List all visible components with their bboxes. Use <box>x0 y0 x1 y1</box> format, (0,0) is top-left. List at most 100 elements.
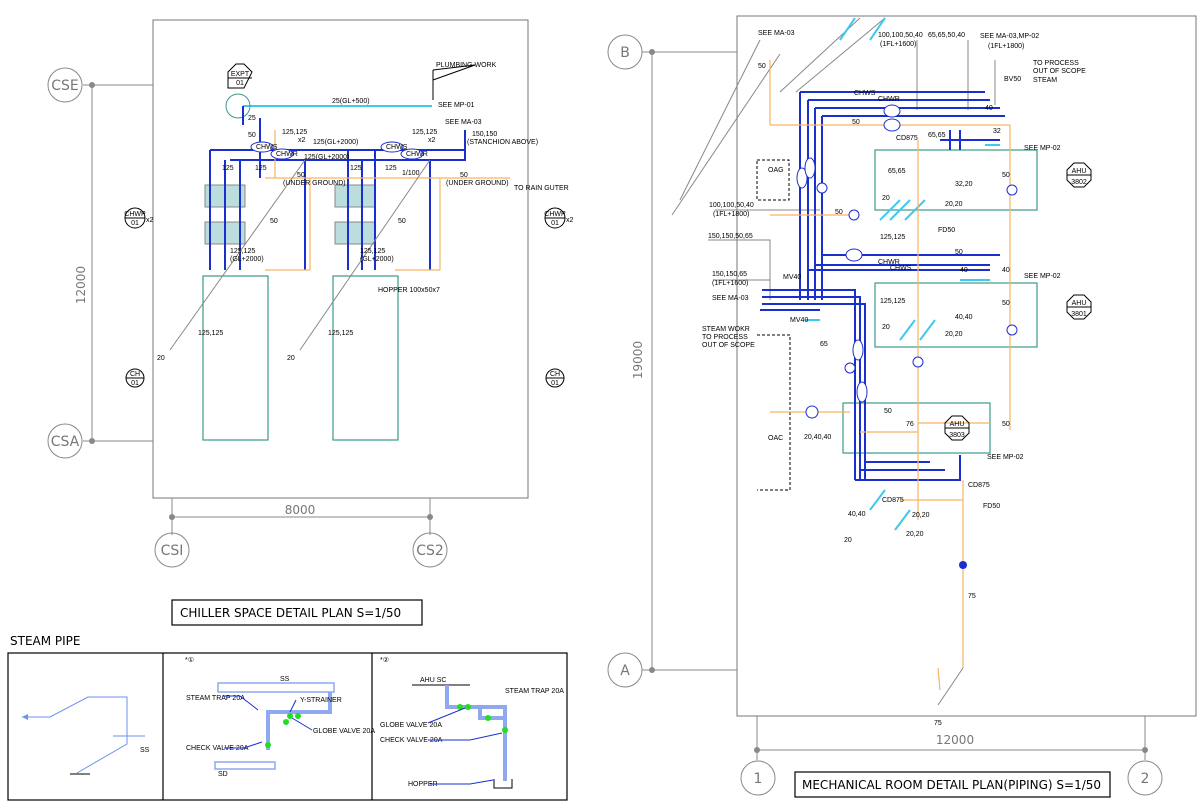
svg-text:65,65: 65,65 <box>928 132 946 139</box>
svg-text:(UNDER GROUND): (UNDER GROUND) <box>446 180 509 187</box>
svg-text:CSA: CSA <box>51 434 80 450</box>
svg-text:CD875: CD875 <box>882 497 904 504</box>
pipe-tags <box>796 104 1018 569</box>
svg-text:GLOBE VALVE 20A: GLOBE VALVE 20A <box>380 722 442 729</box>
svg-text:(1FL+1600): (1FL+1600) <box>712 280 748 287</box>
svg-text:EXPT: EXPT <box>231 71 250 78</box>
svg-text:AHU SC: AHU SC <box>420 677 446 684</box>
svg-text:CHECK VALVE 20A: CHECK VALVE 20A <box>186 745 249 752</box>
svg-text:CHWR: CHWR <box>878 259 900 266</box>
svg-text:(1FL+1800): (1FL+1800) <box>988 43 1024 50</box>
svg-text:FD50: FD50 <box>983 503 1000 510</box>
svg-text:STEAM TRAP 20A: STEAM TRAP 20A <box>505 688 564 695</box>
ahu-3802-box <box>874 149 1038 211</box>
svg-text:75: 75 <box>968 593 976 600</box>
svg-text:125: 125 <box>350 165 362 172</box>
svg-text:50: 50 <box>884 408 892 415</box>
svg-text:3801: 3801 <box>1071 311 1087 318</box>
svg-text:Y-STRAINER: Y-STRAINER <box>300 697 342 704</box>
svg-text:CHECK VALVE 20A: CHECK VALVE 20A <box>380 737 443 744</box>
svg-text:SS: SS <box>140 747 150 754</box>
svg-text:CD875: CD875 <box>968 482 990 489</box>
svg-text:AHU: AHU <box>950 421 965 428</box>
svg-text:50: 50 <box>835 209 843 216</box>
grid-bubble-csi: CSI <box>154 532 190 568</box>
svg-text:TO RAIN GUTER: TO RAIN GUTER <box>514 185 569 192</box>
svg-text:20: 20 <box>882 324 890 331</box>
chiller-space-plan: 12000 8000 CSE CSA CSI CS2 CHWS CHWR CHW… <box>47 19 574 626</box>
svg-text:2: 2 <box>1141 771 1150 787</box>
svg-text:50: 50 <box>398 218 406 225</box>
svg-text:CHILLER SPACE DETAIL PLAN S=1/: CHILLER SPACE DETAIL PLAN S=1/50 <box>180 606 401 620</box>
svg-text:125(GL+2000): 125(GL+2000) <box>313 139 358 146</box>
svg-text:125: 125 <box>255 165 267 172</box>
svg-text:x2: x2 <box>146 217 154 224</box>
svg-text:20: 20 <box>287 355 295 362</box>
grid-bubble-a: A <box>607 652 643 688</box>
svg-text:TO PROCESS: TO PROCESS <box>1033 60 1079 67</box>
chiller-plan-title-box: CHILLER SPACE DETAIL PLAN S=1/50 <box>171 599 423 626</box>
svg-text:SEE MP-01: SEE MP-01 <box>438 102 475 109</box>
svg-text:75: 75 <box>934 720 942 727</box>
svg-text:OAG: OAG <box>768 167 784 174</box>
svg-text:(GL+2000): (GL+2000) <box>230 256 264 263</box>
svg-text:50: 50 <box>955 249 963 256</box>
svg-text:3803: 3803 <box>949 432 965 439</box>
svg-text:SEE MA-03,MP-02: SEE MA-03,MP-02 <box>980 33 1039 40</box>
svg-text:STEAM: STEAM <box>1033 77 1057 84</box>
svg-text:20: 20 <box>882 195 890 202</box>
svg-text:50: 50 <box>248 132 256 139</box>
steam-pipe-title: STEAM PIPE <box>10 634 81 648</box>
svg-text:x2: x2 <box>298 137 306 144</box>
svg-text:HOPPER: HOPPER <box>408 781 438 788</box>
svg-text:MV40: MV40 <box>783 274 801 281</box>
svg-text:50: 50 <box>1002 172 1010 179</box>
svg-text:FD50: FD50 <box>938 227 955 234</box>
svg-text:20,40,40: 20,40,40 <box>804 434 831 441</box>
svg-text:40: 40 <box>1002 267 1010 274</box>
svg-text:SEE MP-02: SEE MP-02 <box>1024 273 1061 280</box>
svg-text:CHWR: CHWR <box>878 96 900 103</box>
svg-text:25(GL+500): 25(GL+500) <box>332 98 370 105</box>
chiller-annotations: PLUMBING WORK 25(GL+500) SEE MP-01 SEE M… <box>157 62 569 362</box>
svg-text:CHWS: CHWS <box>256 144 278 151</box>
svg-text:*①: *① <box>185 656 194 664</box>
svg-text:B: B <box>620 45 630 61</box>
svg-text:SEE MA-03: SEE MA-03 <box>712 295 749 302</box>
svg-text:CHWR: CHWR <box>276 151 298 158</box>
svg-text:01: 01 <box>131 380 139 387</box>
grid-bubble-2: 2 <box>1127 760 1163 796</box>
svg-text:125(GL+2000): 125(GL+2000) <box>304 154 349 161</box>
svg-text:20: 20 <box>844 537 852 544</box>
svg-text:40: 40 <box>985 105 993 112</box>
svg-text:20,20: 20,20 <box>912 512 930 519</box>
svg-text:100,100,50,40: 100,100,50,40 <box>709 202 754 209</box>
mechanical-plan-title-box: MECHANICAL ROOM DETAIL PLAN(PIPING) S=1/… <box>794 771 1111 798</box>
svg-text:AHU: AHU <box>1072 168 1087 175</box>
svg-text:CHWS: CHWS <box>854 90 876 97</box>
svg-text:OUT OF SCOPE: OUT OF SCOPE <box>702 342 755 349</box>
chiller-unit-1 <box>202 275 269 441</box>
svg-text:AHU: AHU <box>1072 300 1087 307</box>
svg-text:125: 125 <box>385 165 397 172</box>
svg-text:(1FL+1800): (1FL+1800) <box>713 211 749 218</box>
svg-text:PLUMBING WORK: PLUMBING WORK <box>436 62 497 69</box>
tag-ch-left: CH 01 <box>125 368 145 388</box>
svg-text:125: 125 <box>222 165 234 172</box>
chiller-room-boundary <box>152 19 529 499</box>
svg-text:x2: x2 <box>566 217 574 224</box>
svg-text:1/100: 1/100 <box>402 170 420 177</box>
svg-text:76: 76 <box>906 421 914 428</box>
svg-text:CH: CH <box>130 371 140 378</box>
svg-text:OUT OF SCOPE: OUT OF SCOPE <box>1033 68 1086 75</box>
dim-8000: 8000 <box>285 503 316 517</box>
svg-text:50: 50 <box>297 172 305 179</box>
svg-text:125,125: 125,125 <box>282 129 307 136</box>
svg-text:125,125: 125,125 <box>360 248 385 255</box>
svg-text:BV50: BV50 <box>1004 76 1021 83</box>
svg-text:01: 01 <box>131 220 139 227</box>
chiller-unit-2 <box>332 275 399 441</box>
